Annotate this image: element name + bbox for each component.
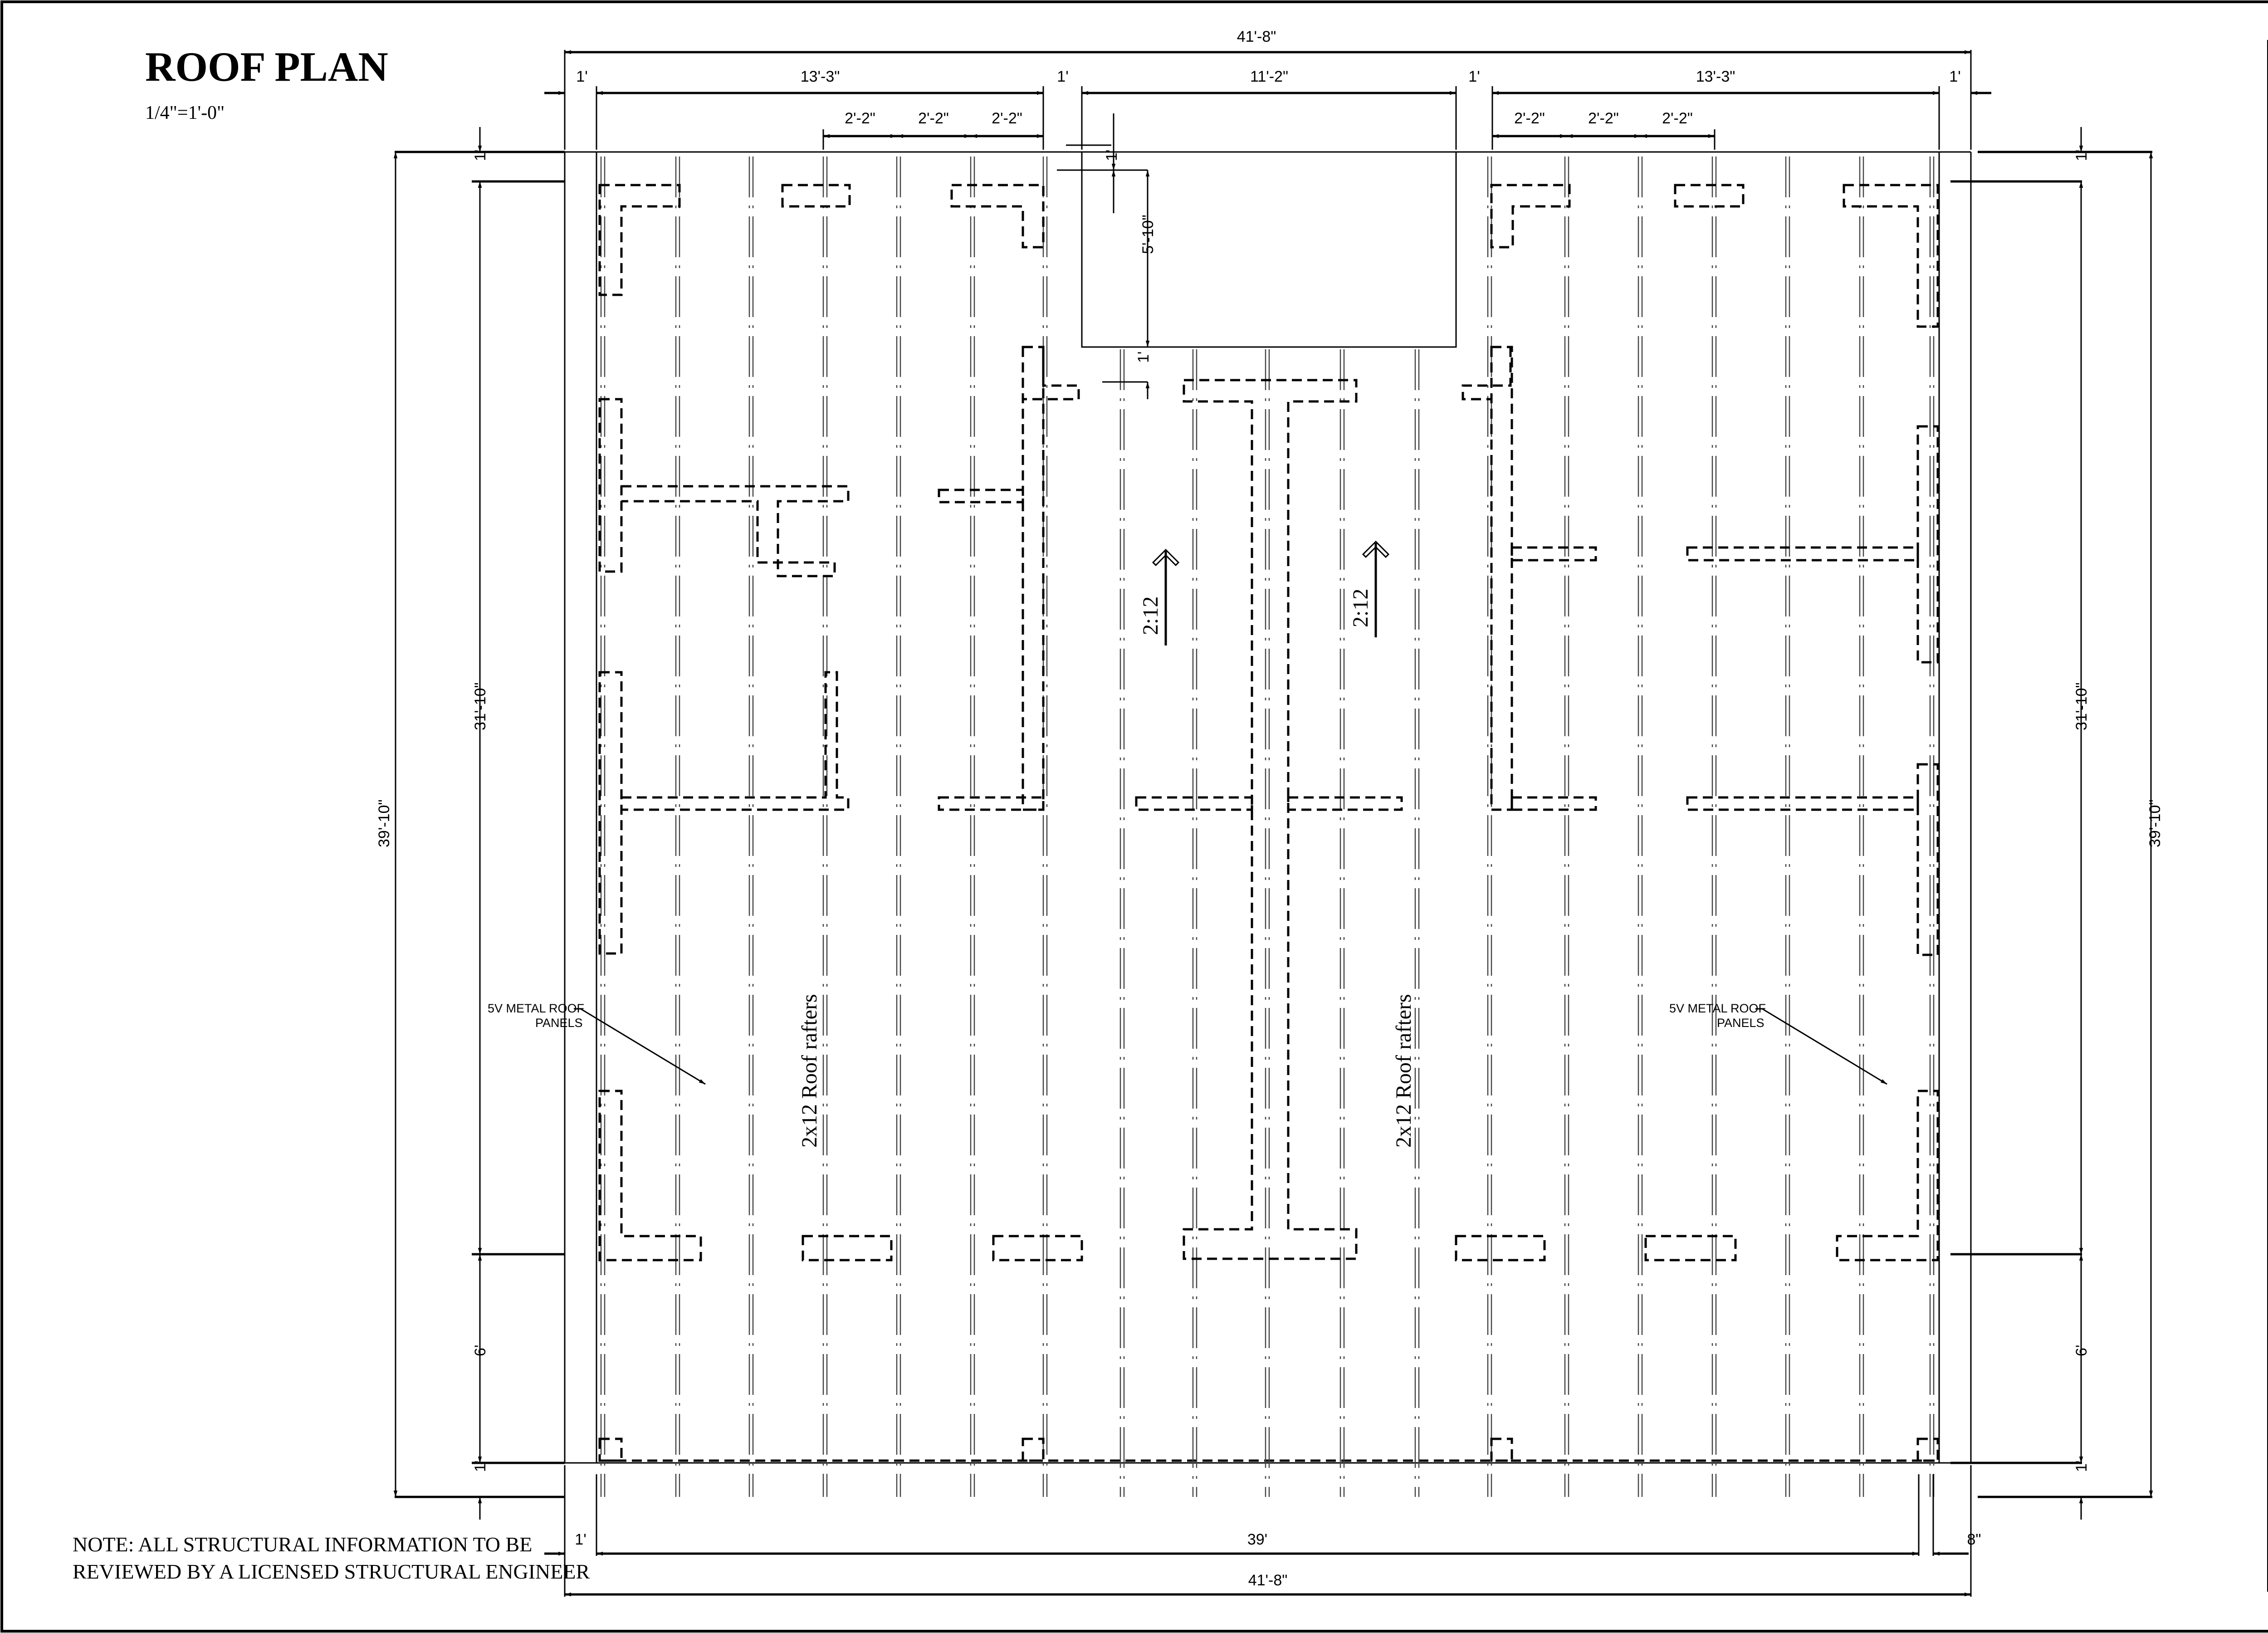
panel-callout-left: 5V METAL ROOF PANELS [488, 1002, 706, 1085]
svg-text:1': 1' [1103, 150, 1120, 161]
svg-text:39'-10": 39'-10" [2146, 799, 2164, 847]
svg-text:2'-2": 2'-2" [1588, 110, 1619, 127]
svg-text:13'-3": 13'-3" [801, 68, 840, 85]
svg-text:1': 1' [575, 1531, 586, 1548]
slope-arrow-left: 2:12 [1139, 548, 1180, 645]
svg-text:2'-2": 2'-2" [918, 110, 949, 127]
svg-text:5'-10": 5'-10" [1139, 215, 1157, 254]
roof-rafters [600, 156, 1935, 1497]
svg-text:6': 6' [2073, 1345, 2090, 1356]
opening-dimensions: 1' 5'-10" 1' [1057, 113, 1157, 399]
svg-text:41'-8": 41'-8" [1248, 1572, 1288, 1589]
svg-text:6': 6' [472, 1345, 489, 1356]
svg-text:1': 1' [472, 1461, 489, 1472]
svg-text:1': 1' [472, 150, 489, 161]
svg-text:31'-10": 31'-10" [2073, 682, 2090, 730]
structural-note: NOTE: ALL STRUCTURAL INFORMATION TO BE R… [73, 1533, 590, 1583]
svg-text:31'-10": 31'-10" [472, 682, 489, 730]
rafter-label-left: 2x12 Roof rafters [797, 994, 821, 1148]
svg-text:5V METAL ROOF: 5V METAL ROOF [1669, 1002, 1766, 1015]
svg-text:39'-10": 39'-10" [376, 799, 393, 847]
panel-callout-right: 5V METAL ROOF PANELS [1669, 1002, 1887, 1085]
top-dimensions: 41'-8" 1' 13'-3" 1' 11'-2" 1' 13'-3" 1' … [544, 28, 1991, 150]
left-dimensions: 39'-10" 1' 31'-10" 6' 1' [376, 127, 565, 1520]
rafter-label-right: 2x12 Roof rafters [1392, 994, 1416, 1148]
slope-label-right: 2:12 [1349, 589, 1373, 627]
roof-outline [564, 151, 1972, 1464]
svg-text:PANELS: PANELS [535, 1016, 583, 1030]
svg-text:1': 1' [2073, 1461, 2090, 1472]
right-dimensions: 39'-10" 1' 31'-10" 6' 1' [1950, 127, 2164, 1520]
svg-text:39': 39' [1247, 1531, 1267, 1548]
svg-text:1': 1' [1468, 68, 1480, 85]
svg-text:13'-3": 13'-3" [1696, 68, 1735, 85]
drawing-scale: 1/4"=1'-0" [145, 103, 225, 123]
bottom-dimensions: 1' 39' 8" 41'-8" [544, 1465, 1981, 1597]
svg-text:1': 1' [576, 68, 587, 85]
svg-text:2'-2": 2'-2" [1514, 110, 1545, 127]
svg-text:REVIEWED BY A LICENSED STRUCTU: REVIEWED BY A LICENSED STRUCTURAL ENGINE… [73, 1560, 590, 1583]
svg-text:2'-2": 2'-2" [992, 110, 1022, 127]
svg-text:2'-2": 2'-2" [1662, 110, 1693, 127]
svg-text:41'-8": 41'-8" [1237, 28, 1276, 45]
slope-arrow-right: 2:12 [1349, 540, 1390, 637]
svg-text:2'-2": 2'-2" [845, 110, 875, 127]
svg-text:8": 8" [1967, 1531, 1981, 1548]
svg-text:11'-2": 11'-2" [1250, 68, 1288, 85]
svg-text:PANELS: PANELS [1717, 1016, 1765, 1030]
svg-text:1': 1' [1057, 68, 1068, 85]
svg-text:1': 1' [1135, 352, 1152, 363]
svg-text:5V METAL ROOF: 5V METAL ROOF [488, 1002, 584, 1015]
drawing-title: ROOF PLAN [145, 44, 388, 90]
svg-text:1': 1' [2073, 150, 2090, 161]
hidden-walls [598, 184, 1939, 1462]
svg-text:1': 1' [1949, 68, 1960, 85]
slope-label-left: 2:12 [1139, 596, 1163, 635]
svg-text:NOTE: ALL STRUCTURAL INFORMATI: NOTE: ALL STRUCTURAL INFORMATION TO BE [73, 1533, 532, 1556]
